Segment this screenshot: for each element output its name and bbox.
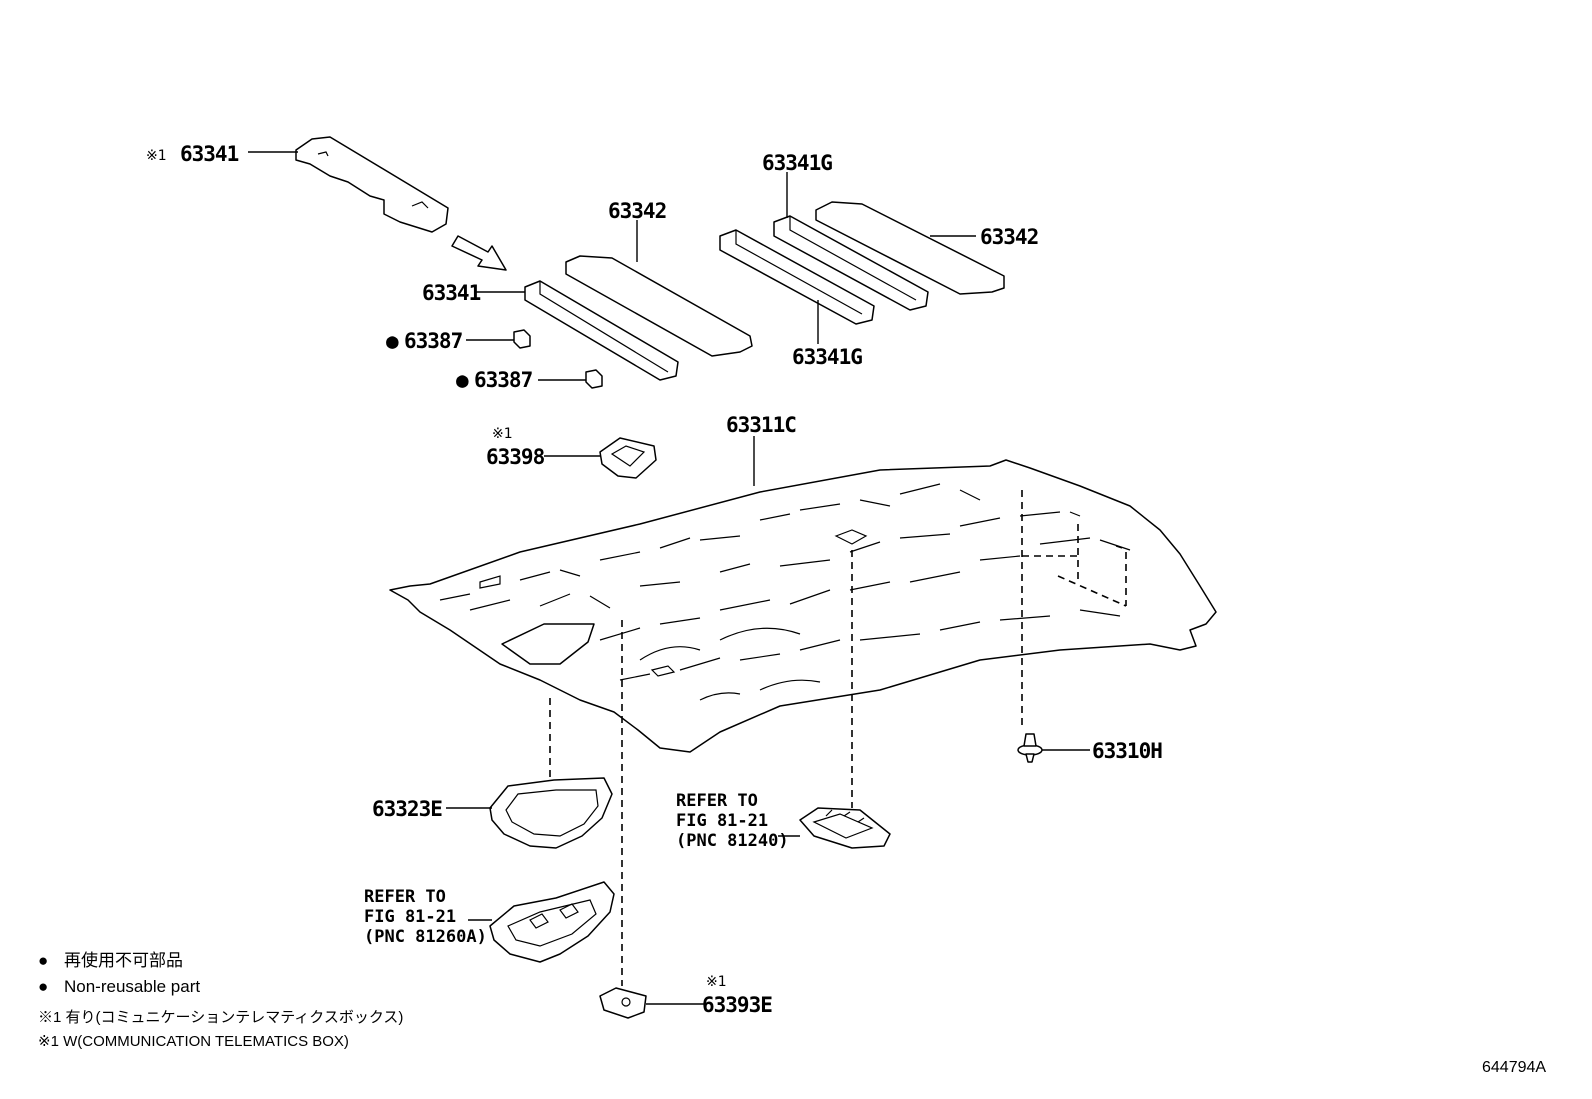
label-63311C: 63311C (726, 413, 796, 437)
mark-63341-top: ※1 (146, 148, 167, 164)
bullet-63387-b: ● (456, 368, 469, 392)
console-81260A-shape (489, 881, 615, 963)
legend-bullet-jp: ● (38, 951, 48, 970)
ref-81240-line1: REFER TO (676, 791, 758, 811)
label-63398: 63398 (486, 445, 545, 469)
lamp-81240-shape (799, 807, 891, 849)
clip-63387-b-shape (585, 369, 603, 389)
ref-81240-line3: (PNC 81240) (676, 831, 789, 851)
dash-clip-d1 (1057, 575, 1127, 607)
headliner-63311C-shape (389, 459, 1217, 753)
label-63393E: 63393E (702, 993, 772, 1017)
direction-arrow-icon (451, 235, 507, 271)
clip-63310H-shape (1017, 733, 1043, 763)
label-63310H: 63310H (1092, 739, 1162, 763)
pad-63342-left-shape (565, 255, 753, 357)
label-63387-a: 63387 (404, 329, 463, 353)
legend-note-jp: ※1 有り(コミュニケーションテレマティクスボックス) (38, 1009, 403, 1026)
cover-63393E-shape (599, 987, 647, 1019)
label-63342-left: 63342 (608, 199, 666, 223)
legend-nonreusable-jp: 再使用不可部品 (64, 950, 183, 970)
label-63341G-bottom: 63341G (792, 345, 862, 369)
pad-63341G-top-shape (773, 215, 929, 311)
label-63342-right: 63342 (980, 225, 1038, 249)
legend: ● 再使用不可部品 ● Non-reusable part ※1 有り(コミュニ… (38, 950, 403, 1050)
pad-63341-shape (524, 280, 679, 381)
pad-63341G-bottom-shape (719, 229, 875, 325)
pad-63342-right-shape (815, 201, 1005, 295)
ref-81260A-line1: REFER TO (364, 887, 446, 907)
label-63387-b: 63387 (474, 368, 533, 392)
label-63341-top: 63341 (180, 142, 239, 166)
label-63341G-top: 63341G (762, 151, 832, 175)
pad-63341-top-shape (295, 136, 449, 233)
legend-nonreusable-en: Non-reusable part (64, 977, 200, 996)
ref-81260A-line2: FIG 81-21 (364, 907, 456, 927)
ref-81260A-line3: (PNC 81260A) (364, 927, 487, 947)
label-63323E: 63323E (372, 797, 442, 821)
bullet-63387-a: ● (386, 329, 399, 353)
bracket-63398-shape (599, 437, 657, 479)
ref-81240-line2: FIG 81-21 (676, 811, 768, 831)
legend-note-en: ※1 W(COMMUNICATION TELEMATICS BOX) (38, 1033, 349, 1050)
clip-63387-a-shape (513, 329, 531, 349)
mark-63393E: ※1 (706, 974, 727, 990)
mark-63398: ※1 (492, 426, 513, 442)
label-63341: 63341 (422, 281, 481, 305)
legend-bullet-en: ● (38, 977, 48, 996)
trim-63323E-shape (489, 777, 613, 849)
figure-code: 644794A (1482, 1059, 1546, 1076)
